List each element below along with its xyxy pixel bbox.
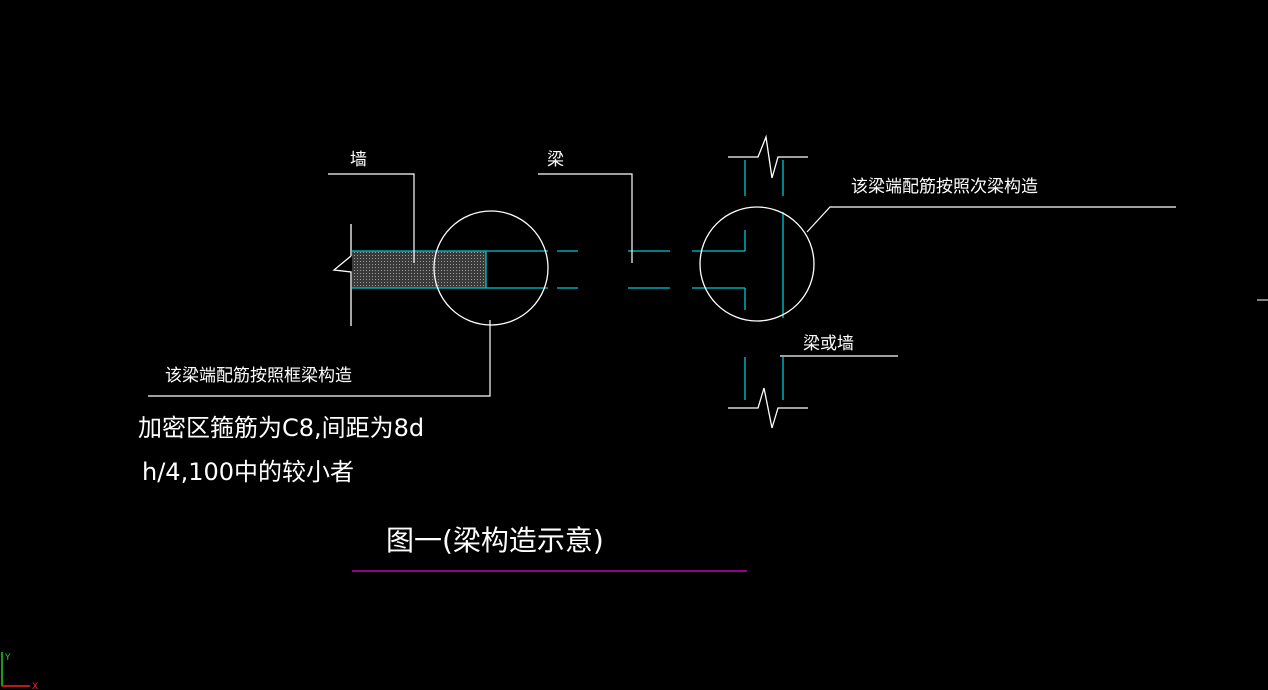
beam-lines xyxy=(352,230,746,310)
ucs-icon: Y X xyxy=(1,652,38,690)
wall-hatch-region xyxy=(352,251,486,288)
left-beam-note: 该梁端配筋按照框梁构造 xyxy=(165,366,352,386)
ucs-x-label: X xyxy=(32,682,38,690)
support-break-symbols xyxy=(728,134,808,429)
figure-title: 图一(梁构造示意) xyxy=(386,524,604,557)
ucs-y-label: Y xyxy=(4,653,11,663)
beam-or-wall-label: 梁或墙 xyxy=(803,334,854,354)
wall-label: 墙 xyxy=(350,150,367,170)
right-beam-note: 该梁端配筋按照次梁构造 xyxy=(851,177,1038,197)
stirrup-note-line2: h/4,100中的较小者 xyxy=(142,458,354,486)
left-wall xyxy=(332,224,352,326)
right-detail-circle xyxy=(699,206,815,322)
left-detail-circle xyxy=(433,210,549,326)
beam-label: 梁 xyxy=(547,150,564,170)
stirrup-note-line1: 加密区箍筋为C8,间距为8d xyxy=(138,414,424,442)
leader-lines xyxy=(148,173,1176,397)
support-beam-lines xyxy=(744,160,784,400)
